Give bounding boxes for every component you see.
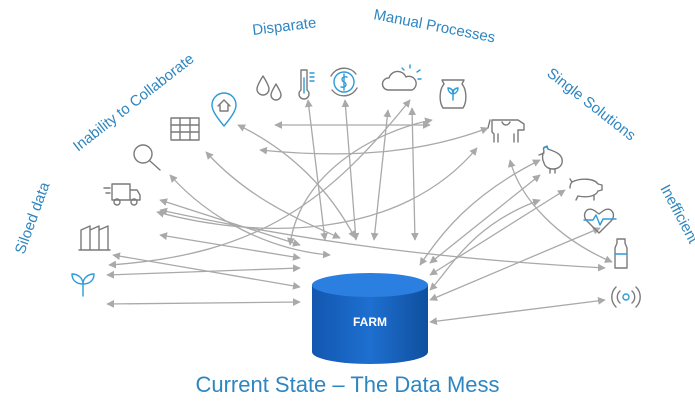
- delivery-truck-icon: [103, 183, 141, 206]
- sensor-signal-icon: [611, 286, 641, 308]
- connector-lines: [106, 99, 613, 325]
- magnifier-icon: [133, 144, 161, 171]
- grain-silos-icon: [78, 225, 111, 251]
- weather-cloud-icon: [381, 64, 422, 91]
- heart-monitor-icon: [583, 208, 617, 234]
- farm-label: FARM: [353, 315, 387, 329]
- spreadsheet-icon: [170, 117, 200, 141]
- thermometer-icon: [298, 69, 315, 100]
- plant-icon: [71, 273, 95, 297]
- seed-bag-icon: [439, 79, 467, 109]
- chicken-icon: [538, 145, 563, 174]
- milk-bottle-icon: [614, 238, 628, 269]
- location-pin-home-icon: [211, 92, 237, 127]
- pig-icon: [569, 178, 603, 201]
- farm-database: FARM: [312, 273, 428, 364]
- cow-icon: [487, 119, 525, 143]
- label-manual-processes: Manual Processes: [372, 6, 496, 46]
- label-siloed-data: Siloed data: [12, 179, 54, 256]
- water-drops-icon: [256, 75, 282, 101]
- label-disparate: Disparate: [251, 14, 317, 39]
- diagram-caption: Current State – The Data Mess: [195, 372, 500, 397]
- label-single-solutions: Single Solutions: [544, 65, 639, 145]
- money-cycle-icon: [330, 67, 358, 97]
- label-inefficient: Inefficient: [656, 182, 695, 247]
